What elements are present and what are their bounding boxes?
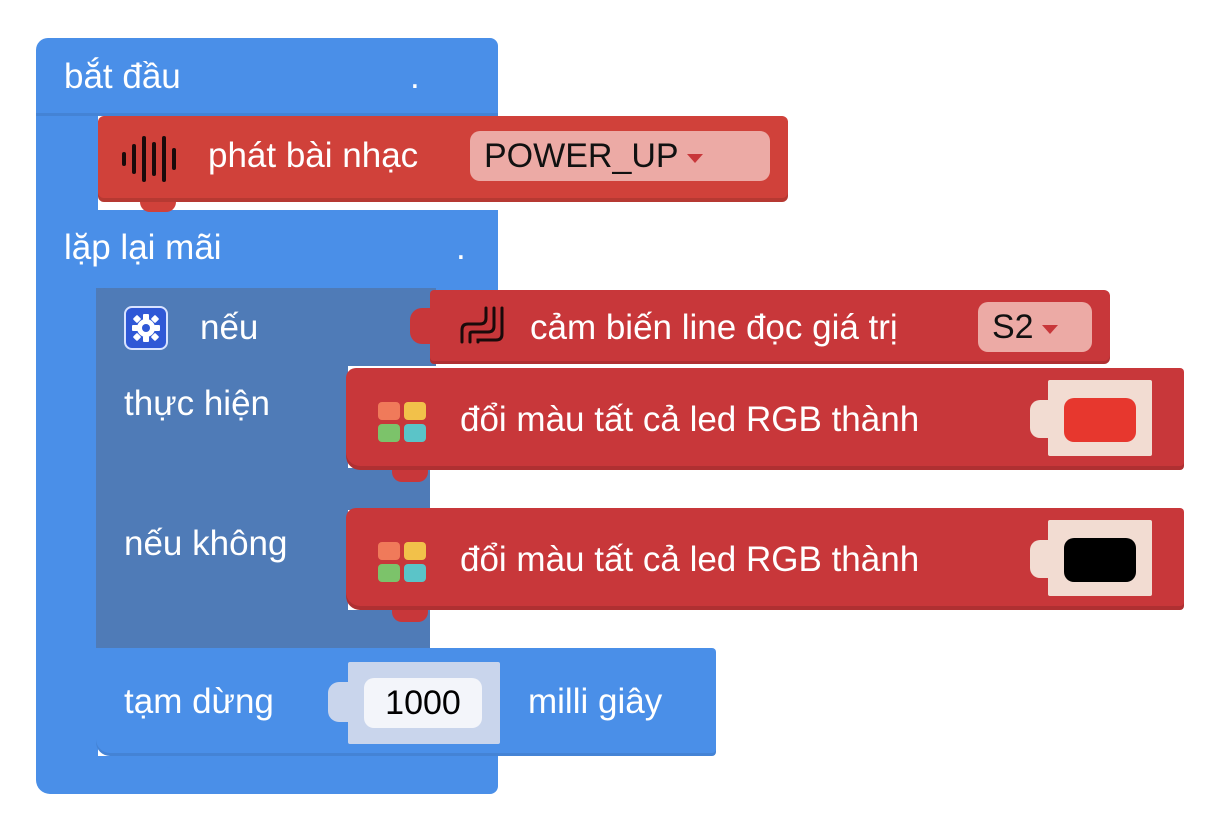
rgb-else-color-swatch[interactable] (1064, 538, 1136, 582)
if-block-footer (96, 610, 430, 652)
line-sensor-icon (460, 306, 504, 344)
forever-block-footer (36, 756, 498, 794)
start-block[interactable] (36, 38, 498, 116)
rgb-else-socket-tab (1030, 540, 1050, 578)
sensor-pin-value: S2 (992, 308, 1034, 346)
wait-socket-tab (328, 682, 350, 722)
rgb-grid-icon (378, 402, 430, 446)
start-dot: . (410, 57, 420, 96)
chevron-down-icon (686, 153, 703, 163)
rgb-then-color-swatch[interactable] (1064, 398, 1136, 442)
forever-dot: . (456, 228, 466, 267)
forever-block[interactable] (36, 210, 498, 290)
sensor-label: cảm biến line đọc giá trị (530, 308, 898, 347)
gear-icon[interactable] (124, 306, 168, 350)
rgb-then-socket-tab (1030, 400, 1050, 438)
wait-number-input[interactable]: 1000 (364, 678, 482, 728)
rgb-else-label: đổi màu tất cả led RGB thành (460, 540, 920, 579)
wait-unit-label: milli giây (528, 682, 663, 721)
melody-dropdown[interactable]: POWER_UP (470, 131, 770, 181)
if-label: nếu (200, 308, 259, 347)
wait-block-notch (140, 752, 176, 768)
waveform-icon (122, 136, 176, 182)
rgb-then-label: đổi màu tất cả led RGB thành (460, 400, 920, 439)
start-label: bắt đầu (64, 57, 181, 96)
wait-label: tạm dừng (124, 682, 274, 721)
forever-label: lặp lại mãi (64, 228, 222, 267)
rgb-grid-icon (378, 542, 430, 586)
if-block-else-strip (96, 468, 430, 510)
rgb-then-notch (392, 466, 428, 482)
sensor-pin-dropdown[interactable]: S2 (978, 302, 1092, 352)
chevron-down-icon (1041, 324, 1058, 334)
then-label: thực hiện (124, 384, 271, 423)
else-label: nếu không (124, 524, 288, 563)
play-music-label: phát bài nhạc (208, 136, 419, 175)
rgb-else-notch (392, 606, 428, 622)
melody-value: POWER_UP (484, 137, 679, 175)
